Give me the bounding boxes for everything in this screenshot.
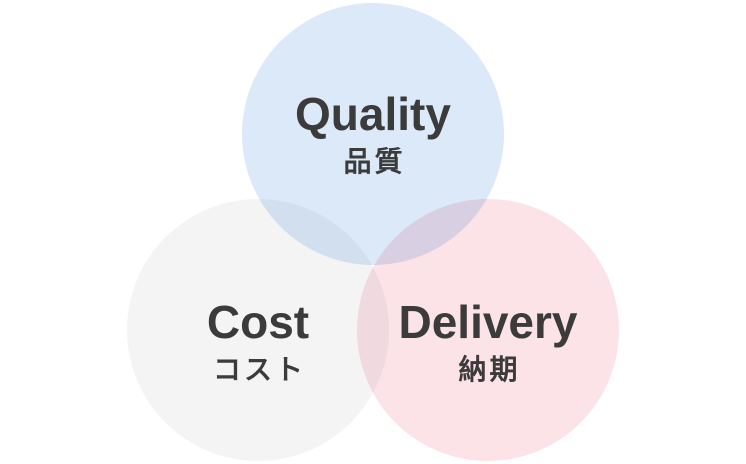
delivery-label-ja: 納期 <box>458 353 521 385</box>
cost-label-group: Cost コスト <box>207 298 309 385</box>
quality-label-ja: 品質 <box>343 145 406 177</box>
cost-label-ja: コスト <box>212 353 306 385</box>
cost-circle: Cost コスト <box>127 199 389 461</box>
cost-label-en: Cost <box>206 296 310 349</box>
delivery-label-group: Delivery 納期 <box>398 298 577 385</box>
quality-label-en: Quality <box>295 88 451 141</box>
quality-label-group: Quality 品質 <box>295 90 451 177</box>
delivery-label-en: Delivery <box>398 296 578 349</box>
delivery-circle: Delivery 納期 <box>357 199 619 461</box>
